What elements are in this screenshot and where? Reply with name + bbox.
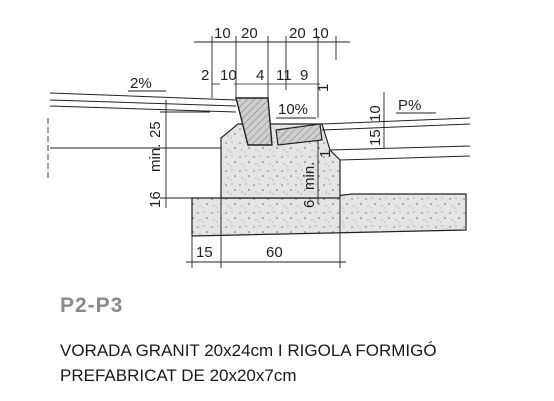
dim-top-10b: 10: [312, 25, 329, 42]
curb-section-drawing: 10 20 20 10 2 10 4 11 9 1 2% 10% P% 25 m…: [47, 25, 471, 268]
dim-v10: 10: [367, 105, 384, 122]
dim-4: 4: [256, 67, 264, 84]
slope-mid-label: 10%: [278, 101, 308, 118]
dim-2: 2: [201, 67, 209, 84]
slope-right-label: P%: [398, 97, 421, 114]
dim-10: 10: [220, 67, 237, 84]
dim-v1: 1: [317, 150, 334, 158]
top-dimension-chain: [194, 36, 350, 118]
dim-vmin-left: min.: [147, 144, 164, 172]
bottom-dimension-chain: [186, 198, 346, 268]
left-vertical-dims: [160, 100, 210, 208]
dim-top-20b: 20: [289, 25, 306, 42]
dim-bottom-60: 60: [266, 244, 283, 261]
slope-left-label: 2%: [130, 75, 152, 92]
gutter-piece: [275, 123, 323, 146]
dim-v15-right: 15: [367, 129, 384, 146]
dim-v6: 6: [301, 200, 318, 208]
dim-top-20a: 20: [241, 25, 258, 42]
product-description: VORADA GRANIT 20x24cm I RIGOLA FORMIGÓ P…: [60, 338, 540, 388]
dim-top-10a: 10: [214, 25, 231, 42]
description-line-2: PREFABRICAT DE 20x20x7cm: [60, 366, 297, 385]
description-line-1: VORADA GRANIT 20x24cm I RIGOLA FORMIGÓ: [60, 341, 437, 360]
dim-9: 9: [300, 67, 308, 84]
road-layers: [321, 117, 471, 161]
dim-11: 11: [276, 67, 292, 84]
granite-curb: [235, 97, 273, 146]
dim-vmin-mid: min.: [301, 162, 318, 190]
dim-v25: 25: [147, 121, 164, 138]
dim-1-top: 1: [315, 84, 332, 92]
sidewalk-layers: [49, 92, 237, 149]
dim-v16: 16: [147, 191, 164, 208]
dim-bottom-15: 15: [196, 244, 213, 261]
subbase-slab: [191, 193, 467, 237]
product-code: P2-P3: [60, 294, 124, 317]
